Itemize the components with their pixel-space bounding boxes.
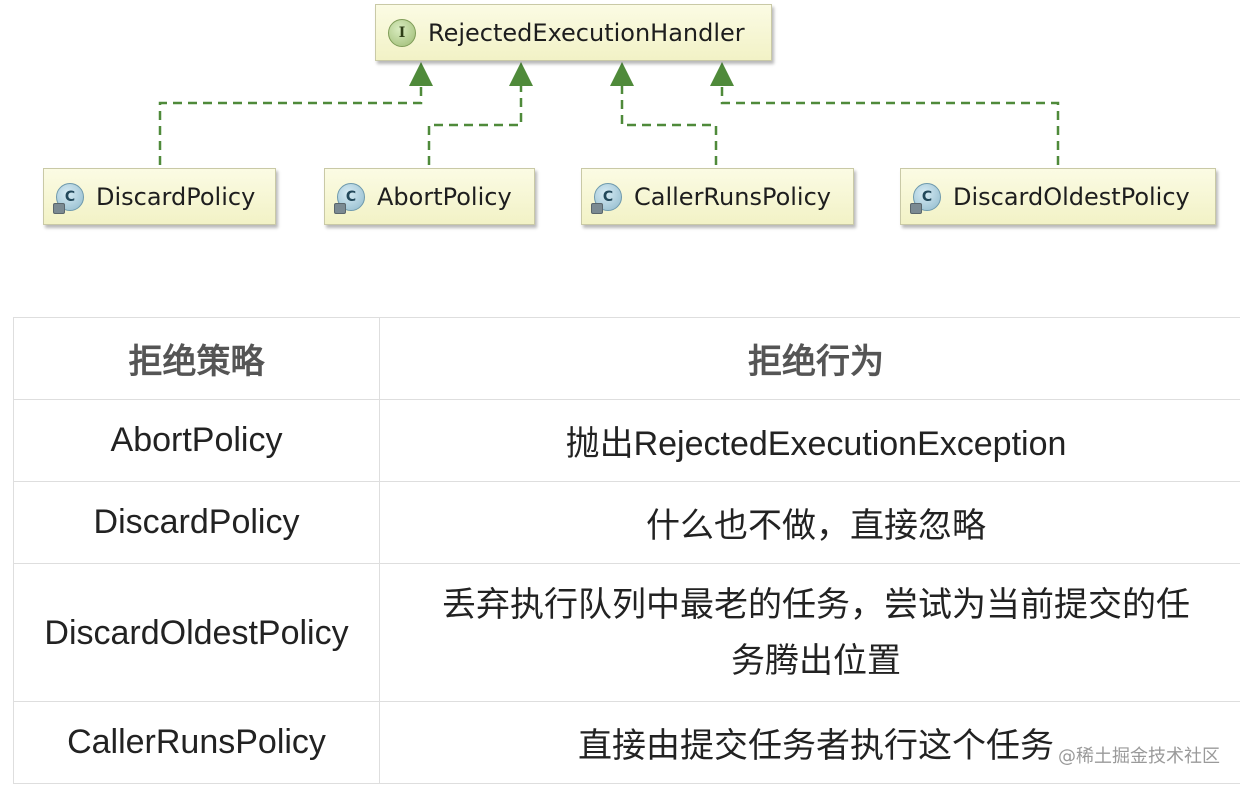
- class-name: DiscardPolicy: [96, 182, 256, 211]
- cell-policy: CallerRunsPolicy: [13, 701, 380, 784]
- table-row: DiscardPolicy 什么也不做，直接忽略: [13, 481, 1240, 564]
- arrowhead-1: [409, 62, 433, 86]
- cell-policy: AbortPolicy: [13, 399, 380, 482]
- watermark: @稀土掘金技术社区: [1058, 746, 1220, 767]
- class-icon: C: [53, 182, 84, 214]
- interface-name: RejectedExecutionHandler: [428, 18, 745, 47]
- cell-behavior-line1: 丢弃执行队列中最老的任务，尝试为当前提交的任: [442, 585, 1190, 624]
- class-node-abortpolicy: C AbortPolicy: [324, 168, 535, 225]
- arrowhead-3: [610, 62, 634, 86]
- class-node-discardoldestpolicy: C DiscardOldestPolicy: [900, 168, 1216, 225]
- class-name: DiscardOldestPolicy: [953, 182, 1190, 211]
- class-icon: C: [910, 182, 941, 214]
- cell-behavior: 丢弃执行队列中最老的任务，尝试为当前提交的任 务腾出位置: [379, 563, 1240, 702]
- class-icon: C: [591, 182, 622, 214]
- uml-diagram: [158, 62, 1060, 165]
- table-row: AbortPolicy 抛出RejectedExecutionException: [13, 399, 1240, 482]
- cell-behavior: 直接由提交任务者执行这个任务: [379, 701, 1240, 784]
- arrowhead-2: [509, 62, 533, 86]
- class-node-discardpolicy: C DiscardPolicy: [43, 168, 276, 225]
- lock-icon: [334, 202, 346, 214]
- edge-discardoldestpolicy: [720, 86, 1060, 165]
- table-row: DiscardOldestPolicy 丢弃执行队列中最老的任务，尝试为当前提交…: [13, 563, 1240, 702]
- edge-abortpolicy: [427, 86, 523, 165]
- edge-callerrunspolicy: [620, 86, 718, 165]
- class-node-callerrunspolicy: C CallerRunsPolicy: [581, 168, 854, 225]
- class-icon: C: [334, 182, 365, 214]
- cell-behavior: 什么也不做，直接忽略: [379, 481, 1240, 564]
- class-name: AbortPolicy: [377, 182, 512, 211]
- class-name: CallerRunsPolicy: [634, 182, 831, 211]
- cell-policy: DiscardOldestPolicy: [13, 563, 380, 702]
- header-policy: 拒绝策略: [13, 317, 380, 400]
- header-behavior: 拒绝行为: [379, 317, 1240, 400]
- lock-icon: [591, 202, 603, 214]
- cell-behavior: 抛出RejectedExecutionException: [379, 399, 1240, 482]
- interface-node: I RejectedExecutionHandler: [375, 4, 772, 61]
- cell-behavior-line2: 务腾出位置: [731, 641, 901, 680]
- interface-icon: I: [388, 18, 416, 47]
- arrowhead-4: [710, 62, 734, 86]
- policy-table: 拒绝策略 拒绝行为 AbortPolicy 抛出RejectedExecutio…: [13, 317, 1240, 784]
- cell-policy: DiscardPolicy: [13, 481, 380, 564]
- lock-icon: [910, 202, 922, 214]
- lock-icon: [53, 202, 65, 214]
- edge-discardpolicy: [158, 86, 423, 165]
- table-header-row: 拒绝策略 拒绝行为: [13, 317, 1240, 400]
- table-row: CallerRunsPolicy 直接由提交任务者执行这个任务: [13, 701, 1240, 784]
